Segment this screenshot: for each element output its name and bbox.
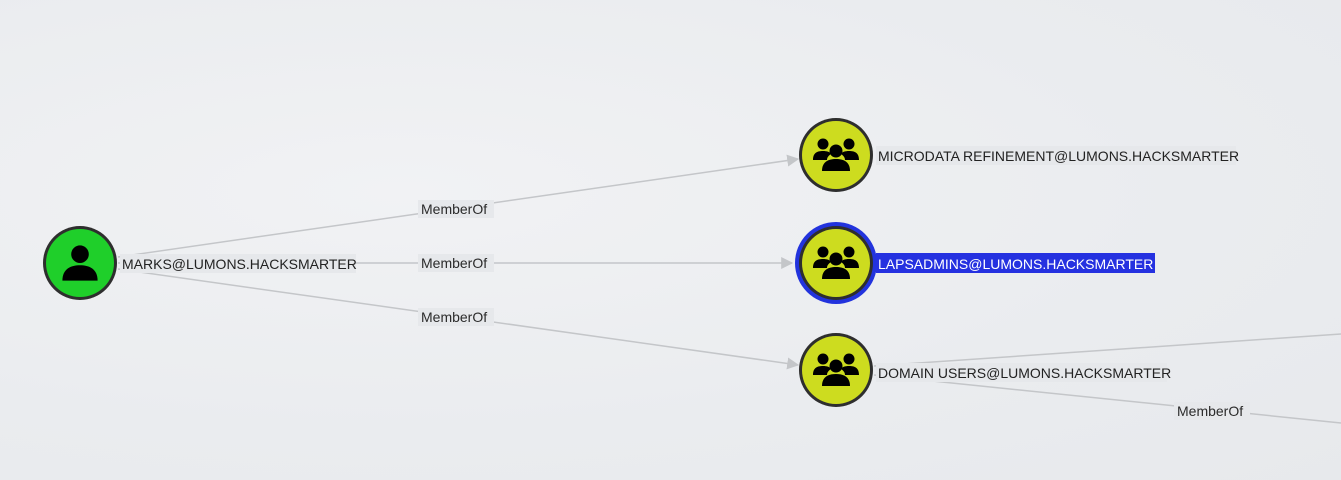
node-group-lapsadmins[interactable] [795, 222, 877, 304]
edge-label-user-to-microdata: MemberOf [418, 200, 494, 218]
node-group-domain-users[interactable] [799, 333, 873, 407]
node-group-microdata-refinement[interactable] [799, 118, 873, 192]
edge-label-user-to-lapsadmins: MemberOf [418, 254, 494, 272]
edge-domain-users-to-offscreen-2[interactable] [873, 374, 1341, 424]
node-user-marks[interactable] [43, 226, 117, 300]
svg-text:MemberOf: MemberOf [421, 201, 487, 217]
node-label-microdata-refinement[interactable]: MICRODATA REFINEMENT@LUMONS.HACKSMARTER [876, 146, 1239, 165]
node-label-user-marks[interactable]: MARKS@LUMONS.HACKSMARTER [120, 254, 357, 273]
svg-text:MARKS@LUMONS.HACKSMARTER: MARKS@LUMONS.HACKSMARTER [122, 256, 357, 272]
svg-text:MemberOf: MemberOf [421, 309, 487, 325]
svg-text:LAPSADMINS@LUMONS.HACKSMARTER: LAPSADMINS@LUMONS.HACKSMARTER [878, 256, 1153, 272]
node-label-domain-users[interactable]: DOMAIN USERS@LUMONS.HACKSMARTER [876, 363, 1171, 382]
node-label-lapsadmins[interactable]: LAPSADMINS@LUMONS.HACKSMARTER [876, 253, 1155, 273]
edge-label-domain-users-to-offscreen: MemberOf [1174, 402, 1250, 420]
svg-text:MemberOf: MemberOf [1177, 403, 1243, 419]
svg-text:MemberOf: MemberOf [421, 255, 487, 271]
svg-text:MICRODATA REFINEMENT@LUMONS.HA: MICRODATA REFINEMENT@LUMONS.HACKSMARTER [878, 148, 1239, 164]
svg-text:DOMAIN USERS@LUMONS.HACKSMARTE: DOMAIN USERS@LUMONS.HACKSMARTER [878, 365, 1171, 381]
edge-label-user-to-domain-users: MemberOf [418, 308, 494, 326]
edge-domain-users-to-offscreen-1[interactable] [873, 333, 1341, 367]
